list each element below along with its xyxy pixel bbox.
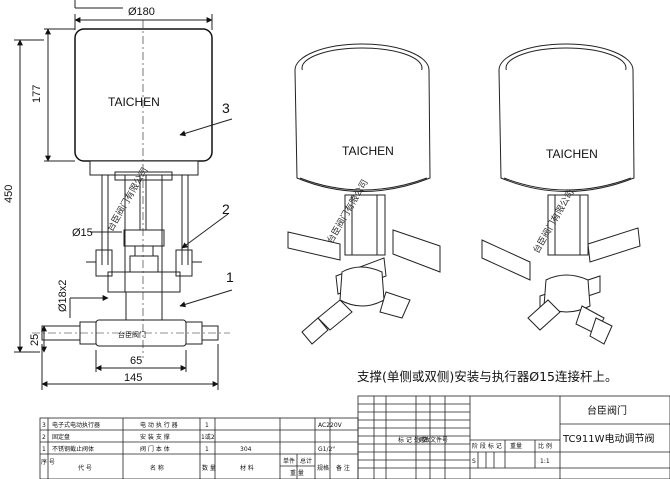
installation-note: 支撑(单侧或双侧)安装与执行器Ø15连接杆上。 [357,369,618,384]
title-block-grid [357,395,670,479]
bom-row-2-code: 固定盘 [52,433,70,441]
bom-header-code: 代 号 [78,464,92,472]
bom-row-2-qty: 1或2 [201,433,215,441]
tb-company: 台臣阀门 [587,404,627,417]
bom-row-3-no: 3 [42,422,46,429]
dim-valve-stem: Ø18x2 [57,280,69,312]
bom-row-1-code: 不锈钢截止阀体 [52,445,94,453]
bom-header-remark: 备 注 [336,464,350,472]
dim-body-length: 65 [130,355,142,367]
tb-stage-mark: 阶 段 标 记 [472,442,502,450]
dim-connecting-rod: Ø15 [72,227,93,239]
tb-product: TC911W电动调节阀 [562,432,654,445]
dim-top-width: Ø180 [128,6,155,18]
front-view [14,0,233,390]
callout-1: 1 [226,269,234,285]
dim-overall-length: 145 [124,372,142,384]
tb-revision-marks: 标 记 处 数 [398,436,428,444]
bom-row-3-code: 电子式电动执行器 [52,421,100,429]
bom-row-1-name: 阀 门 本 体 [140,445,170,453]
bom-row-1-no: 1 [42,446,46,453]
body-label: 台臣阀门 [118,330,146,339]
brand-label-front: TAICHEN [108,95,160,109]
tb-scale-value: 1:1 [540,458,550,465]
bom-header-weight: 重 量 [290,469,304,477]
tb-update-doc: 更改文件号 [418,436,448,444]
bom-row-3-qty: 1 [205,422,209,429]
bom-row-1-qty: 1 [205,446,209,453]
bom-row-3-name: 电 动 执 行 器 [140,421,178,429]
tb-weight: 重量 [510,442,522,450]
callout-3: 3 [222,100,230,116]
bom-row-3-spec: AC220V [318,422,343,429]
tb-stage: S [472,458,476,465]
bom-header-name: 名 称 [150,464,164,472]
bom-header-material: 材 料 [240,464,254,472]
brand-label-iso-1: TAICHEN [342,144,394,158]
bom-row-2-name: 安 装 支 撑 [140,433,170,441]
bom-row-2-no: 2 [42,434,46,441]
dim-port-offset: 25 [29,334,41,346]
bom-row-1-material: 304 [240,446,252,453]
bom-header-total-weight: 总计 [300,457,312,465]
callout-2: 2 [222,201,230,217]
bom-header-qty: 数 量 [202,464,216,472]
dim-actuator-height: 177 [31,85,43,103]
bom-header-unit-weight: 单件 [283,457,295,465]
iso-view-double-support [481,43,641,345]
bom-header-spec: 规格 [317,464,329,472]
tb-scale-label: 比 例 [538,442,552,450]
dim-overall-height: 450 [3,185,15,203]
brand-label-iso-2: TAICHEN [546,147,598,161]
bom-row-1-spec: G1/2" [318,446,335,453]
iso-view-single-support [287,43,441,345]
bom-header-no: 序 号 [41,458,55,466]
